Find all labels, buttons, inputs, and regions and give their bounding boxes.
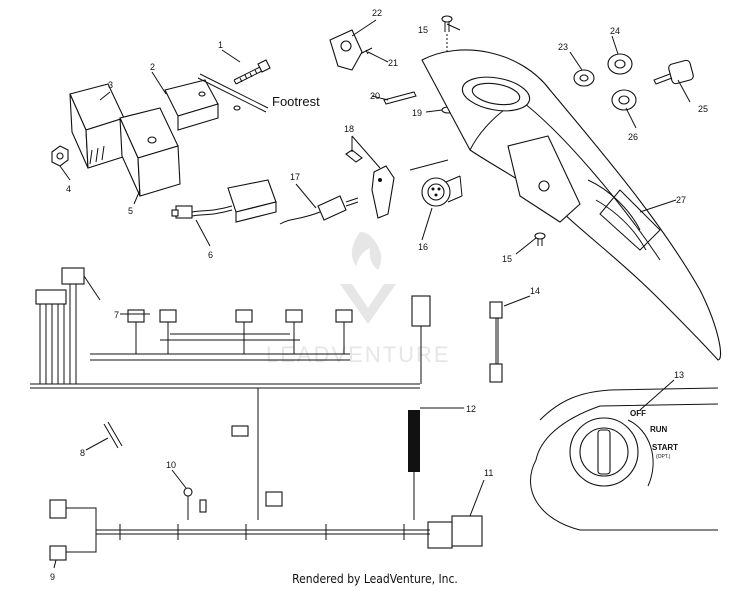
part-8-tie (103, 421, 123, 449)
callout-6: 6 (208, 250, 213, 260)
part-9-connector (49, 499, 97, 561)
callout-21: 21 (388, 58, 398, 68)
part-4-nut (51, 145, 69, 167)
part-16-switch (421, 175, 463, 207)
callout-18: 18 (344, 124, 354, 134)
leader-lines (53, 19, 691, 569)
part-5-mount-rubber (119, 107, 181, 197)
callout-9: 9 (50, 572, 55, 582)
part-17-sensor (279, 195, 359, 225)
callout-14: 14 (530, 286, 540, 296)
callout-1: 1 (218, 40, 223, 50)
callout-3: 3 (108, 80, 113, 90)
part-11-fuse-box (96, 515, 483, 549)
part-18-bracket (345, 149, 395, 219)
part-20-clip (383, 91, 417, 105)
callout-16: 16 (418, 242, 428, 252)
callout-numbers: 1 2 3 4 5 6 7 8 9 10 11 12 13 14 15 15 1… (50, 8, 708, 582)
callout-22: 22 (372, 8, 382, 18)
part-7-main-harness (30, 267, 431, 520)
callout-24: 24 (610, 26, 620, 36)
callout-5: 5 (128, 206, 133, 216)
part-13-dash-panel: OFF RUN START (OPT.) (530, 387, 719, 531)
callout-27: 27 (676, 195, 686, 205)
switch-run-label: RUN (650, 425, 668, 434)
part-1-bolt (233, 59, 271, 85)
switch-opt-label: (OPT.) (656, 454, 671, 460)
callout-20: 20 (370, 91, 380, 101)
callout-13: 13 (674, 370, 684, 380)
callout-17: 17 (290, 172, 300, 182)
callout-10: 10 (166, 460, 176, 470)
footrest-label: Footrest (272, 94, 320, 109)
callout-4: 4 (66, 184, 71, 194)
part-26-grommet (611, 89, 637, 111)
footer-credit: Rendered by LeadVenture, Inc. (292, 572, 458, 586)
connector-row (127, 309, 353, 354)
callout-8: 8 (80, 448, 85, 458)
callout-7: 7 (114, 310, 119, 320)
part-24-grommet (607, 53, 633, 75)
part-14-jumper (489, 301, 503, 383)
part-27-console (421, 49, 722, 361)
callout-15b: 15 (502, 254, 512, 264)
part-3-cdi-box (69, 83, 127, 169)
part-6-regulator (171, 179, 277, 223)
callout-25: 25 (698, 104, 708, 114)
part-2-bracket (164, 73, 269, 131)
switch-off-label: OFF (630, 409, 646, 418)
part-23-grommet (573, 69, 595, 87)
part-15-screw-bottom (534, 232, 546, 246)
part-12-wrap (408, 410, 420, 520)
part-10-ring (183, 487, 207, 520)
switch-start-label: START (652, 443, 678, 452)
callout-12: 12 (466, 404, 476, 414)
callout-19: 19 (412, 108, 422, 118)
callout-23: 23 (558, 42, 568, 52)
callout-15a: 15 (418, 25, 428, 35)
callout-11: 11 (484, 468, 493, 478)
part-25-key (653, 59, 694, 85)
part-22-bracket (329, 29, 363, 71)
part-15-screw-top (441, 15, 453, 56)
callout-26: 26 (628, 132, 638, 142)
callout-2: 2 (150, 62, 155, 72)
